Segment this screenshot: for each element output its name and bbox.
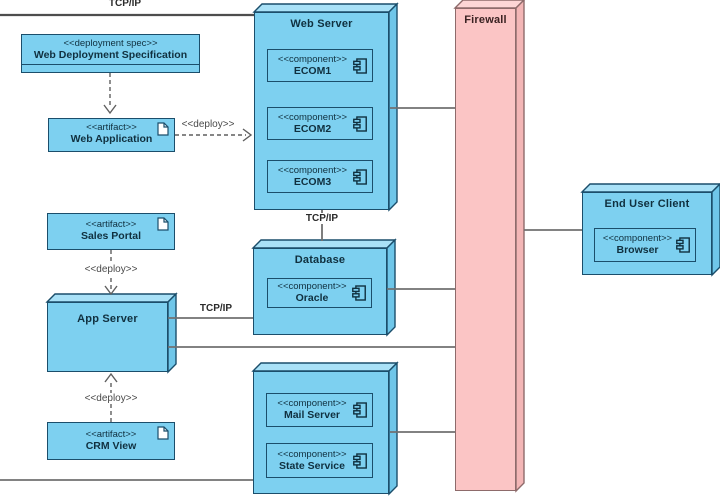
- component-name: Mail Server: [283, 409, 341, 422]
- component-ecom2[interactable]: <<component>> ECOM2: [267, 107, 373, 140]
- component-stereotype: <<component>>: [277, 164, 348, 176]
- app-server-node-side-face[interactable]: [167, 292, 177, 374]
- node-firewall[interactable]: Firewall: [455, 8, 516, 491]
- node-title: Database: [294, 254, 346, 266]
- node-title: End User Client: [604, 198, 690, 210]
- firewall-node-side-face[interactable]: [515, 0, 525, 493]
- app-server-node-top-face[interactable]: [45, 293, 178, 303]
- node-title: Firewall: [464, 14, 507, 26]
- database-node-side-face[interactable]: [386, 238, 396, 337]
- component-icon: [353, 57, 367, 74]
- artifact-web-application[interactable]: <<artifact>> Web Application: [48, 118, 175, 152]
- component-icon: [353, 168, 367, 185]
- deploy-label-crm-view: <<deploy>>: [82, 393, 140, 404]
- component-name: State Service: [279, 459, 345, 472]
- node-title: Web Server: [290, 18, 353, 30]
- end-user-client-node-top-face[interactable]: [580, 183, 720, 193]
- document-icon: [157, 426, 169, 440]
- component-stereotype: <<component>>: [277, 448, 347, 460]
- component-stereotype: <<component>>: [277, 398, 347, 409]
- artifact-sales-portal[interactable]: <<artifact>> Sales Portal: [47, 213, 175, 250]
- component-icon: [352, 285, 366, 301]
- component-stereotype: <<component>>: [277, 111, 348, 123]
- arrowhead-up-icon: [104, 372, 118, 383]
- web-server-node-side-face[interactable]: [388, 2, 398, 212]
- component-state-service[interactable]: <<component>> State Service: [266, 443, 373, 478]
- artifact-name: Web Deployment Specification: [33, 49, 188, 61]
- artifact-stereotype: <<artifact>>: [85, 219, 137, 230]
- component-name: ECOM3: [293, 175, 332, 188]
- component-stereotype: <<component>>: [277, 53, 348, 65]
- component-name: Oracle: [295, 292, 329, 305]
- component-browser[interactable]: <<component>> Browser: [594, 228, 696, 262]
- component-stereotype: <<component>>: [602, 233, 673, 244]
- component-icon: [353, 452, 367, 469]
- artifact-name: Sales Portal: [80, 230, 142, 242]
- component-stereotype: <<component>>: [277, 281, 347, 292]
- database-node-top-face[interactable]: [251, 239, 397, 249]
- component-icon: [353, 115, 367, 132]
- artifact-name: Web Application: [70, 133, 153, 145]
- component-name: ECOM2: [293, 122, 332, 135]
- node-app-server[interactable]: App Server: [47, 302, 168, 372]
- component-icon: [676, 237, 690, 253]
- connector-label-tcpip-top: TCP/IP: [98, 0, 152, 9]
- deploy-label-web-application: <<deploy>>: [179, 119, 237, 130]
- deploy-label-sales-portal: <<deploy>>: [82, 264, 140, 275]
- connector-label-tcpip-appserver-database: TCP/IP: [188, 303, 244, 314]
- artifact-stereotype: <<artifact>>: [86, 122, 137, 133]
- node-title: App Server: [77, 313, 138, 325]
- document-icon: [157, 122, 169, 136]
- arrowhead-right-icon: [242, 128, 253, 142]
- web-server-node-top-face[interactable]: [252, 3, 399, 13]
- document-icon: [157, 217, 169, 231]
- services-node-side-face[interactable]: [388, 361, 398, 496]
- artifact-name: CRM View: [85, 440, 137, 452]
- component-icon: [353, 402, 367, 418]
- services-node-top-face[interactable]: [251, 362, 399, 372]
- component-name: ECOM1: [293, 64, 332, 77]
- component-name: Browser: [616, 244, 659, 257]
- component-ecom1[interactable]: <<component>> ECOM1: [267, 49, 373, 82]
- artifact-crm-view[interactable]: <<artifact>> CRM View: [47, 422, 175, 460]
- component-ecom3[interactable]: <<component>> ECOM3: [267, 160, 373, 193]
- artifact-web-deployment-specification[interactable]: <<deployment spec>> Web Deployment Speci…: [21, 34, 200, 73]
- firewall-node-top-face[interactable]: [453, 0, 525, 9]
- arrowhead-down-icon: [104, 285, 118, 296]
- arrowhead-down-icon: [103, 104, 117, 115]
- connector-label-tcpip-webserver-database: TCP/IP: [296, 213, 348, 224]
- end-user-client-node-side-face[interactable]: [711, 183, 720, 277]
- artifact-stereotype: <<deployment spec>>: [63, 38, 158, 49]
- compartment-divider: [22, 64, 199, 65]
- component-oracle[interactable]: <<component>> Oracle: [267, 278, 372, 308]
- component-mail-server[interactable]: <<component>> Mail Server: [266, 393, 373, 427]
- artifact-stereotype: <<artifact>>: [85, 429, 137, 440]
